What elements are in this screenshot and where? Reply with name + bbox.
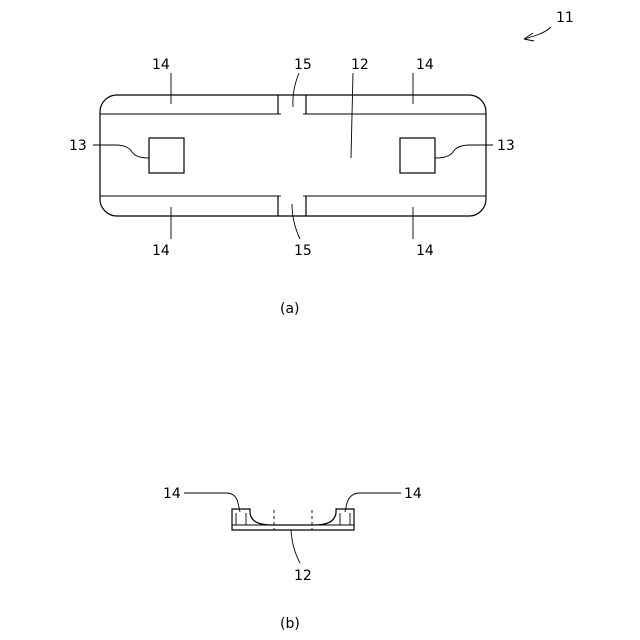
leader-pad-right <box>435 145 493 158</box>
label-pad-left: 13 <box>69 138 87 154</box>
figure-reference: 11 <box>524 10 574 41</box>
leader-main-body <box>351 73 353 158</box>
label-pad-right: 13 <box>497 138 515 154</box>
label-main-body: 12 <box>351 57 369 73</box>
caption-view-a: (a) <box>280 301 300 317</box>
label-notch-bottom: 15 <box>294 243 312 259</box>
pad-right <box>400 138 435 173</box>
arrowhead-icon <box>524 33 534 41</box>
curved-arrow-icon <box>524 27 551 39</box>
label-side-main-body: 12 <box>294 568 312 584</box>
figure-number-label: 11 <box>556 10 574 26</box>
leader-notch-bottom <box>292 204 300 239</box>
notch-top <box>275 95 309 114</box>
view-b: 14 14 12 (b) <box>163 486 422 632</box>
leader-notch-top <box>293 73 299 107</box>
leader-pad-left <box>93 145 149 158</box>
leader-side-main-body <box>291 530 300 563</box>
label-edge-top-left: 14 <box>152 57 170 73</box>
label-edge-bottom-right: 14 <box>416 243 434 259</box>
outer-outline <box>100 95 486 216</box>
label-side-edge-left: 14 <box>163 486 181 502</box>
pad-left <box>149 138 184 173</box>
label-edge-top-right: 14 <box>416 57 434 73</box>
label-notch-top: 15 <box>294 57 312 73</box>
view-a: 14 15 12 14 13 13 14 15 14 (a) <box>69 57 515 317</box>
label-edge-bottom-left: 14 <box>152 243 170 259</box>
side-profile-outline <box>232 509 354 530</box>
caption-view-b: (b) <box>280 616 300 632</box>
label-side-edge-right: 14 <box>404 486 422 502</box>
